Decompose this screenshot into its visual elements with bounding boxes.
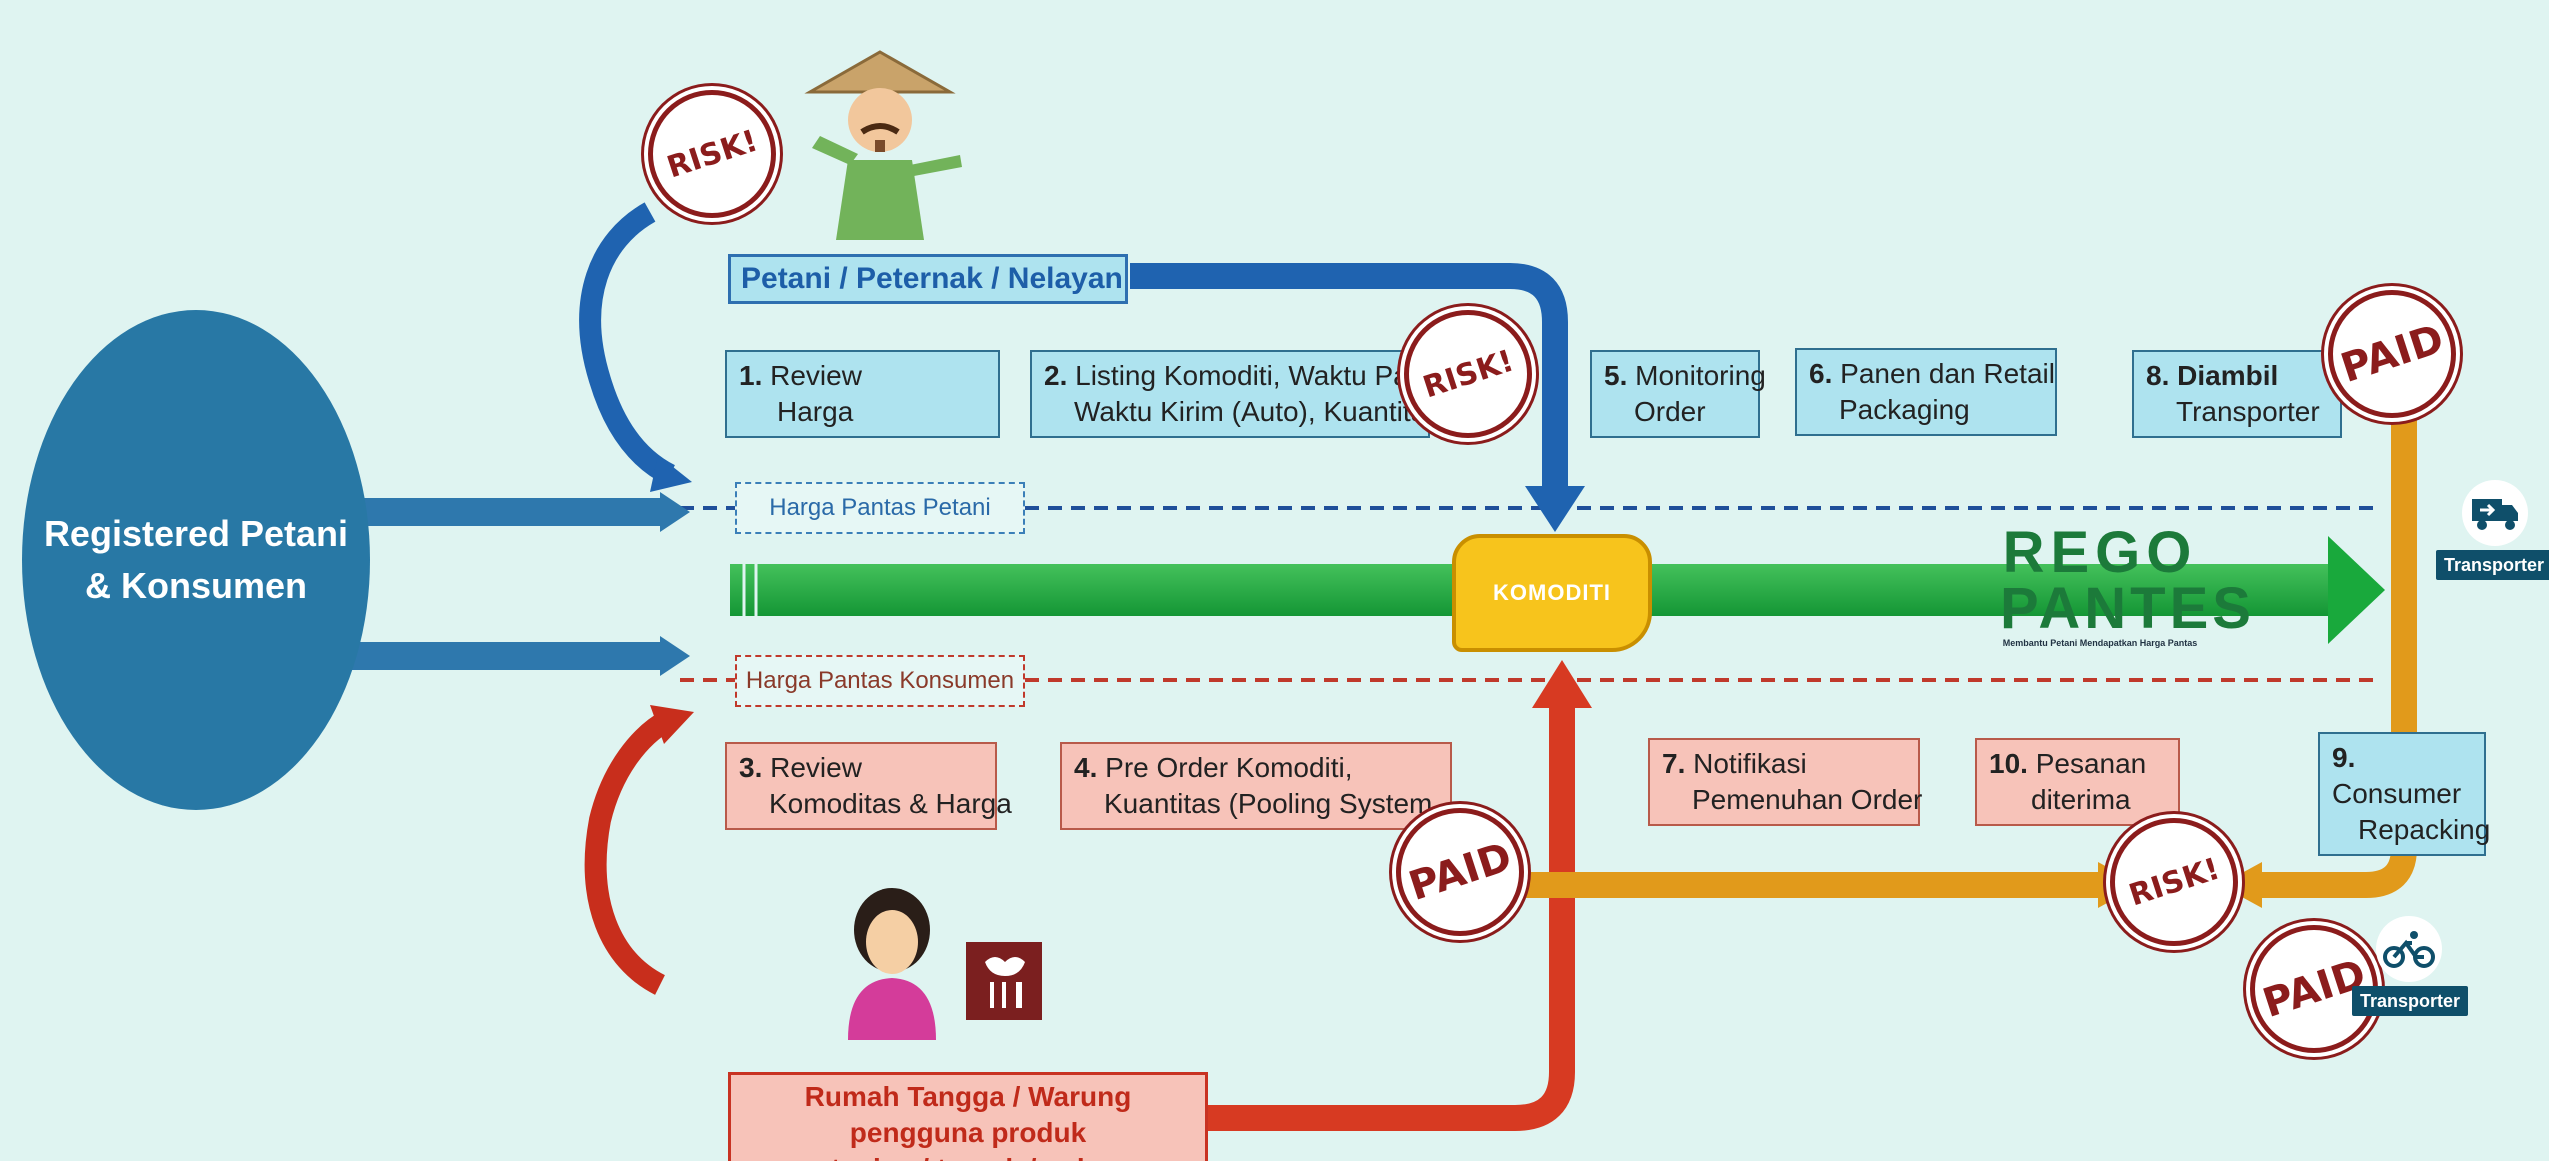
step-6: 6. Panen dan Retail Packaging [1795, 348, 2057, 436]
registered-users-circle: Registered Petani & Konsumen [22, 310, 370, 810]
step-10: 10. Pesanan diterima [1975, 738, 2180, 826]
step-9-line1: Consumer [2332, 778, 2462, 809]
step-5: 5. Monitoring Order [1590, 350, 1766, 438]
step-1-line1: Review [770, 360, 862, 391]
step-4: 4. Pre Order Komoditi, Kuantitas (Poolin… [1060, 742, 1452, 830]
price-consumer-label: Harga Pantas Konsumen [735, 655, 1025, 707]
red-flow-to-komoditi [1208, 705, 1575, 1131]
risk-stamp-listing: RISK! [1404, 310, 1532, 438]
step-7-line1: Notifikasi [1693, 748, 1807, 779]
paid-stamp-transporter: PAID [2328, 290, 2456, 418]
step-2-number: 2. [1044, 360, 1068, 391]
farmer-label: Petani / Peternak / Nelayan [728, 254, 1128, 304]
komoditi-box: KOMODITI [1452, 534, 1652, 652]
step-7-number: 7. [1662, 748, 1686, 779]
consumer-label: Rumah Tangga / Warung pengguna produk pe… [728, 1072, 1208, 1161]
step-5-line2: Order [1634, 396, 1706, 427]
step-9-line2: Repacking [2358, 814, 2491, 845]
red-curved-arrow [584, 710, 674, 995]
transporter-label-bicycle: Transporter [2352, 986, 2469, 1016]
step-3-number: 3. [739, 752, 763, 783]
step-10-line2: diterima [2031, 784, 2131, 815]
step-5-number: 5. [1604, 360, 1628, 391]
step-9: 9. Consumer Repacking [2318, 732, 2491, 856]
risk-stamp-delivery: RISK! [2110, 818, 2238, 946]
step-1-line2: Harga [777, 396, 854, 427]
step-2-line2: Waktu Kirim (Auto), Kuantitas [1074, 396, 1441, 427]
blue-flow-to-komoditi [1130, 263, 1568, 490]
logo-line1: REGO [2002, 520, 2198, 585]
step-9-number: 9. [2332, 742, 2356, 773]
step-10-number: 10. [1989, 748, 2028, 779]
step-6-line2: Packaging [1839, 394, 1970, 425]
transporter-label-truck: Transporter [2436, 550, 2549, 580]
consumer-label-line2: pertanian / ternak / nelayan [741, 1151, 1195, 1161]
step-1: 1. Review Harga [725, 350, 1000, 438]
paid-stamp-preorder: PAID [1396, 808, 1524, 936]
green-flow-tail [730, 564, 770, 616]
consumer-label-line1: Rumah Tangga / Warung pengguna produk [804, 1081, 1132, 1148]
blue-curved-arrow [579, 202, 676, 485]
step-8-line2: Transporter [2176, 396, 2320, 427]
step-3-line1: Review [770, 752, 862, 783]
step-3-line2: Komoditas & Harga [769, 788, 1012, 819]
step-6-number: 6. [1809, 358, 1833, 389]
green-flow-head [2328, 536, 2385, 644]
step-8-number: 8. [2146, 360, 2170, 391]
step-8: 8. Diambil Transporter [2132, 350, 2342, 438]
logo-tagline: Membantu Petani Mendapatkan Harga Pantas [2002, 638, 2198, 648]
truck-icon [2462, 480, 2528, 546]
step-4-line1: Pre Order Komoditi, [1105, 752, 1353, 783]
step-7: 7. Notifikasi Pemenuhan Order [1648, 738, 1923, 826]
center-label-line2: & Konsumen [84, 565, 307, 606]
step-5-line1: Monitoring [1635, 360, 1766, 391]
bicycle-icon [2376, 916, 2442, 982]
price-farmer-label: Harga Pantas Petani [735, 482, 1025, 534]
step-7-line2: Pemenuhan Order [1692, 784, 1923, 815]
logo-line2: PANTES [2000, 576, 2255, 641]
step-2-line1: Listing Komoditi, Waktu Panen, [1075, 360, 1464, 391]
step-10-line1: Pesanan [2035, 748, 2147, 779]
risk-stamp-top-left: RISK! [648, 90, 776, 218]
step-8-line1: Diambil [2177, 360, 2279, 391]
step-6-line1: Panen dan Retail [1840, 358, 2055, 389]
step-3: 3. Review Komoditas & Harga [725, 742, 1012, 830]
step-1-number: 1. [739, 360, 763, 391]
step-4-number: 4. [1074, 752, 1098, 783]
center-label-line1: Registered Petani [43, 513, 349, 554]
rego-pantes-logo: REGO PANTES Membantu Petani Mendapatkan … [2000, 520, 2255, 649]
step-2: 2. Listing Komoditi, Waktu Panen, Waktu … [1030, 350, 1463, 438]
step-4-line2: Kuantitas (Pooling System [1104, 788, 1433, 819]
